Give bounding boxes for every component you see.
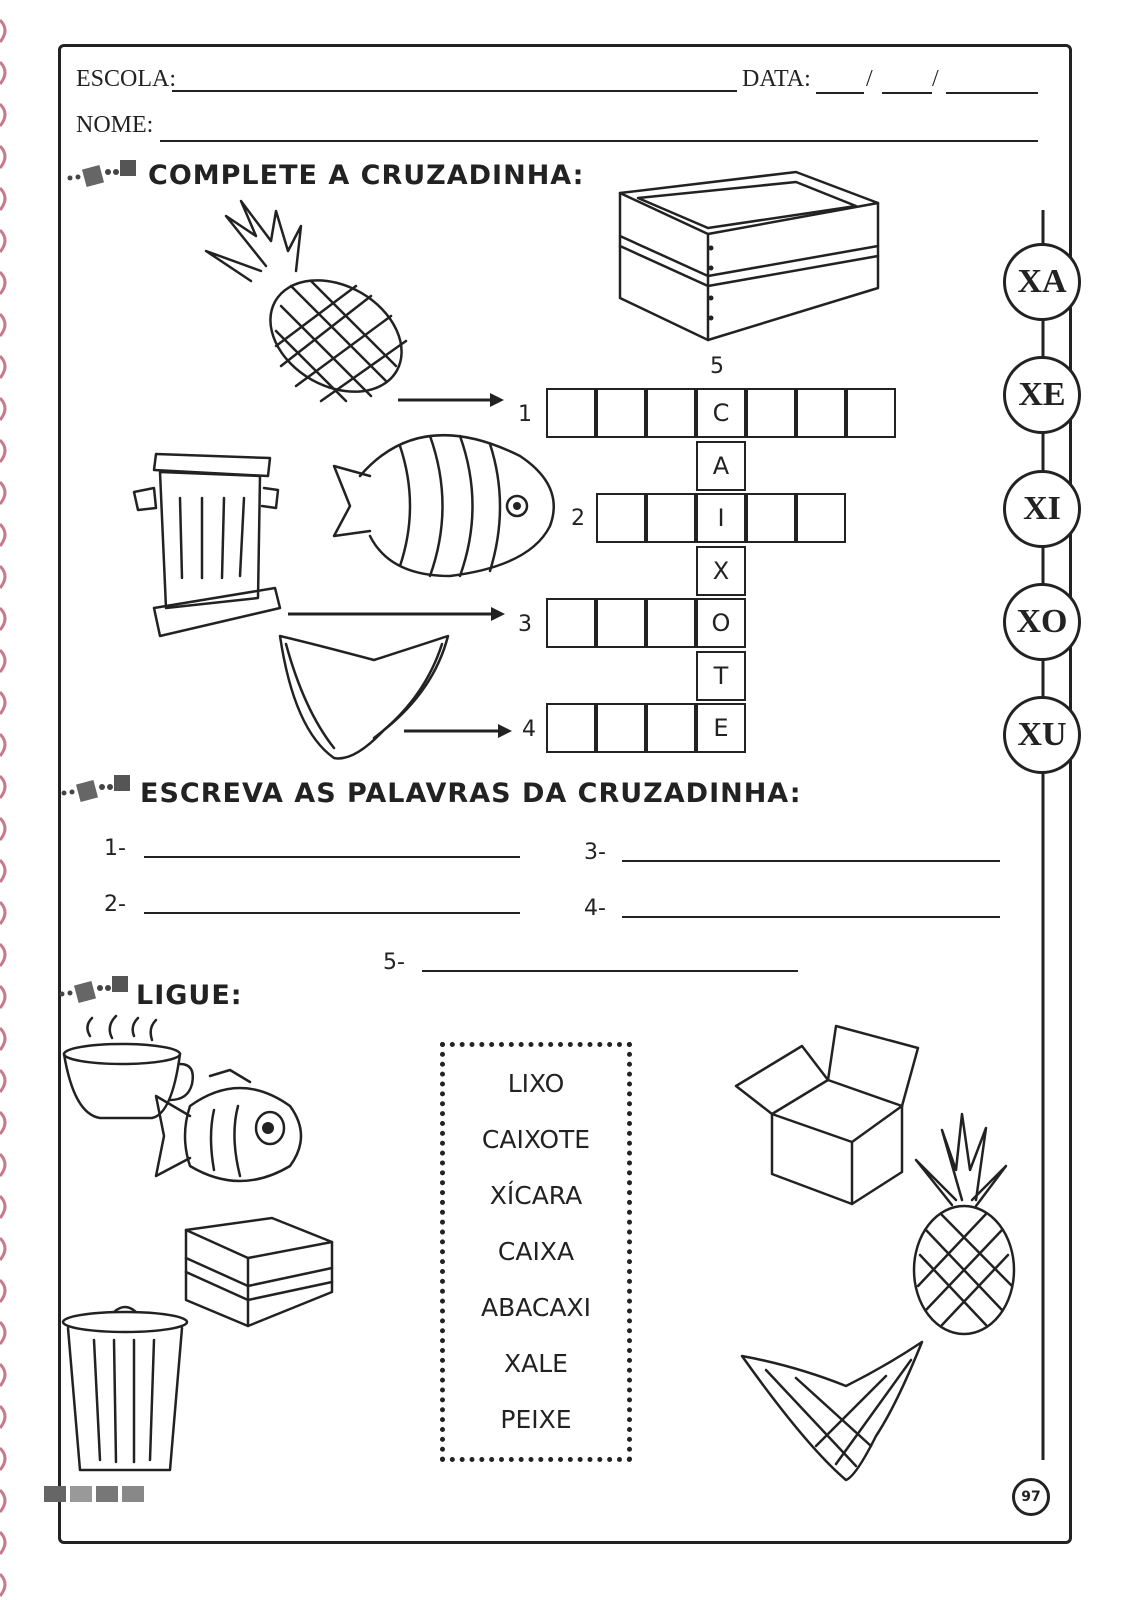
arrow-3-icon	[288, 607, 505, 621]
spiral-binding	[0, 18, 7, 1597]
crossword-cell-vertical[interactable]: X	[696, 545, 746, 596]
connect-title: LIGUE:	[136, 980, 243, 1011]
crossword-cell-row-3[interactable]	[646, 598, 696, 648]
crossword-title: COMPLETE A CRUZADINHA:	[148, 160, 585, 191]
syllable-xi: XI	[1003, 470, 1081, 548]
crossword-cell-vertical[interactable]: E	[696, 703, 746, 753]
word-xale[interactable]: XALE	[504, 1349, 568, 1378]
shawl-illustration	[278, 634, 450, 760]
crossword-cell-row-4[interactable]	[546, 703, 596, 753]
crossword-cell-row-1[interactable]	[596, 388, 646, 438]
write-line-5[interactable]	[422, 970, 798, 972]
write-line-1[interactable]	[144, 856, 520, 858]
crossword-cell-vertical[interactable]: O	[696, 598, 746, 648]
write-title: ESCREVA AS PALAVRAS DA CRUZADINHA:	[140, 778, 802, 809]
date-day-line[interactable]	[816, 92, 864, 94]
write-line-4[interactable]	[622, 916, 1000, 918]
data-label: DATA:	[742, 66, 811, 92]
nome-label: NOME:	[76, 112, 154, 138]
nome-line[interactable]	[160, 140, 1038, 142]
crossword-cell-vertical[interactable]: A	[696, 440, 746, 491]
date-year-line[interactable]	[946, 92, 1038, 94]
trash-bin-illustration	[61, 1305, 189, 1472]
bullet-icon	[67, 160, 136, 188]
date-slash-1: /	[866, 66, 873, 92]
page-number: 97	[1021, 1489, 1041, 1505]
crossword-cell-vertical[interactable]: C	[696, 388, 746, 438]
crossword-cell-row-1[interactable]	[796, 388, 846, 438]
bullet-icon	[61, 775, 130, 803]
date-month-line[interactable]	[882, 92, 932, 94]
crate-small-illustration	[184, 1216, 334, 1328]
crossword-cell-row-4[interactable]	[646, 703, 696, 753]
box-illustration	[734, 1024, 920, 1206]
crossword-cell-row-4[interactable]	[596, 703, 646, 753]
pineapple-small-illustration	[912, 1112, 1016, 1336]
clue-number-5: 5	[710, 354, 724, 379]
page-frame	[58, 44, 1072, 1544]
syllable-xu: XU	[1003, 696, 1081, 774]
syllable-xo: XO	[1003, 583, 1081, 661]
word-lixo[interactable]: LIXO	[507, 1069, 565, 1098]
clue-number-2: 2	[571, 506, 585, 531]
cup-illustration	[62, 1014, 194, 1120]
write-line-2[interactable]	[144, 912, 520, 914]
write-line-3[interactable]	[622, 860, 1000, 862]
crossword-cell-row-2[interactable]	[596, 493, 646, 543]
fish-illustration	[332, 433, 555, 578]
clue-number-4: 4	[522, 717, 536, 742]
write-label-1: 1-	[104, 836, 126, 861]
word-abacaxi[interactable]: ABACAXI	[481, 1293, 591, 1322]
crossword-cell-row-2[interactable]	[646, 493, 696, 543]
crossword-cell-row-2[interactable]	[746, 493, 796, 543]
crate-illustration	[618, 170, 880, 342]
crossword-cell-row-1[interactable]	[646, 388, 696, 438]
crossword-cell-row-2[interactable]	[796, 493, 846, 543]
clownfish-illustration	[154, 1068, 303, 1183]
date-slash-2: /	[932, 66, 939, 92]
write-label-2: 2-	[104, 892, 126, 917]
crossword-cell-row-3[interactable]	[546, 598, 596, 648]
trash-can-illustration	[132, 452, 282, 638]
page-number-badge: 97	[1012, 1478, 1050, 1516]
write-label-4: 4-	[584, 896, 606, 921]
syllable-xa: XA	[1003, 243, 1081, 321]
word-caixa[interactable]: CAIXA	[497, 1237, 575, 1266]
write-label-5: 5-	[383, 950, 405, 975]
arrow-4-icon	[404, 724, 512, 738]
shawl-small-illustration	[740, 1340, 924, 1482]
escola-label: ESCOLA:	[76, 66, 177, 92]
word-xicara[interactable]: XÍCARA	[489, 1181, 583, 1210]
crossword-cell-vertical[interactable]: I	[696, 493, 746, 543]
crossword-cell-vertical[interactable]: T	[696, 650, 746, 701]
crossword-cell-row-1[interactable]	[746, 388, 796, 438]
arrow-1-icon	[398, 393, 504, 407]
write-label-3: 3-	[584, 840, 606, 865]
crossword-cell-row-3[interactable]	[596, 598, 646, 648]
crossword-cell-row-1[interactable]	[546, 388, 596, 438]
publisher-logo-icon	[44, 1486, 144, 1502]
pineapple-illustration	[204, 199, 408, 403]
clue-number-3: 3	[518, 612, 532, 637]
syllable-xe: XE	[1003, 356, 1081, 434]
word-caixote[interactable]: CAIXOTE	[481, 1125, 591, 1154]
crossword-cell-row-1[interactable]	[846, 388, 896, 438]
escola-line[interactable]	[172, 90, 737, 92]
clue-number-1: 1	[518, 402, 532, 427]
bullet-icon	[59, 976, 128, 1004]
word-peixe[interactable]: PEIXE	[500, 1405, 572, 1434]
word-list-box: LIXO CAIXOTE XÍCARA CAIXA ABACAXI XALE P…	[440, 1042, 632, 1462]
